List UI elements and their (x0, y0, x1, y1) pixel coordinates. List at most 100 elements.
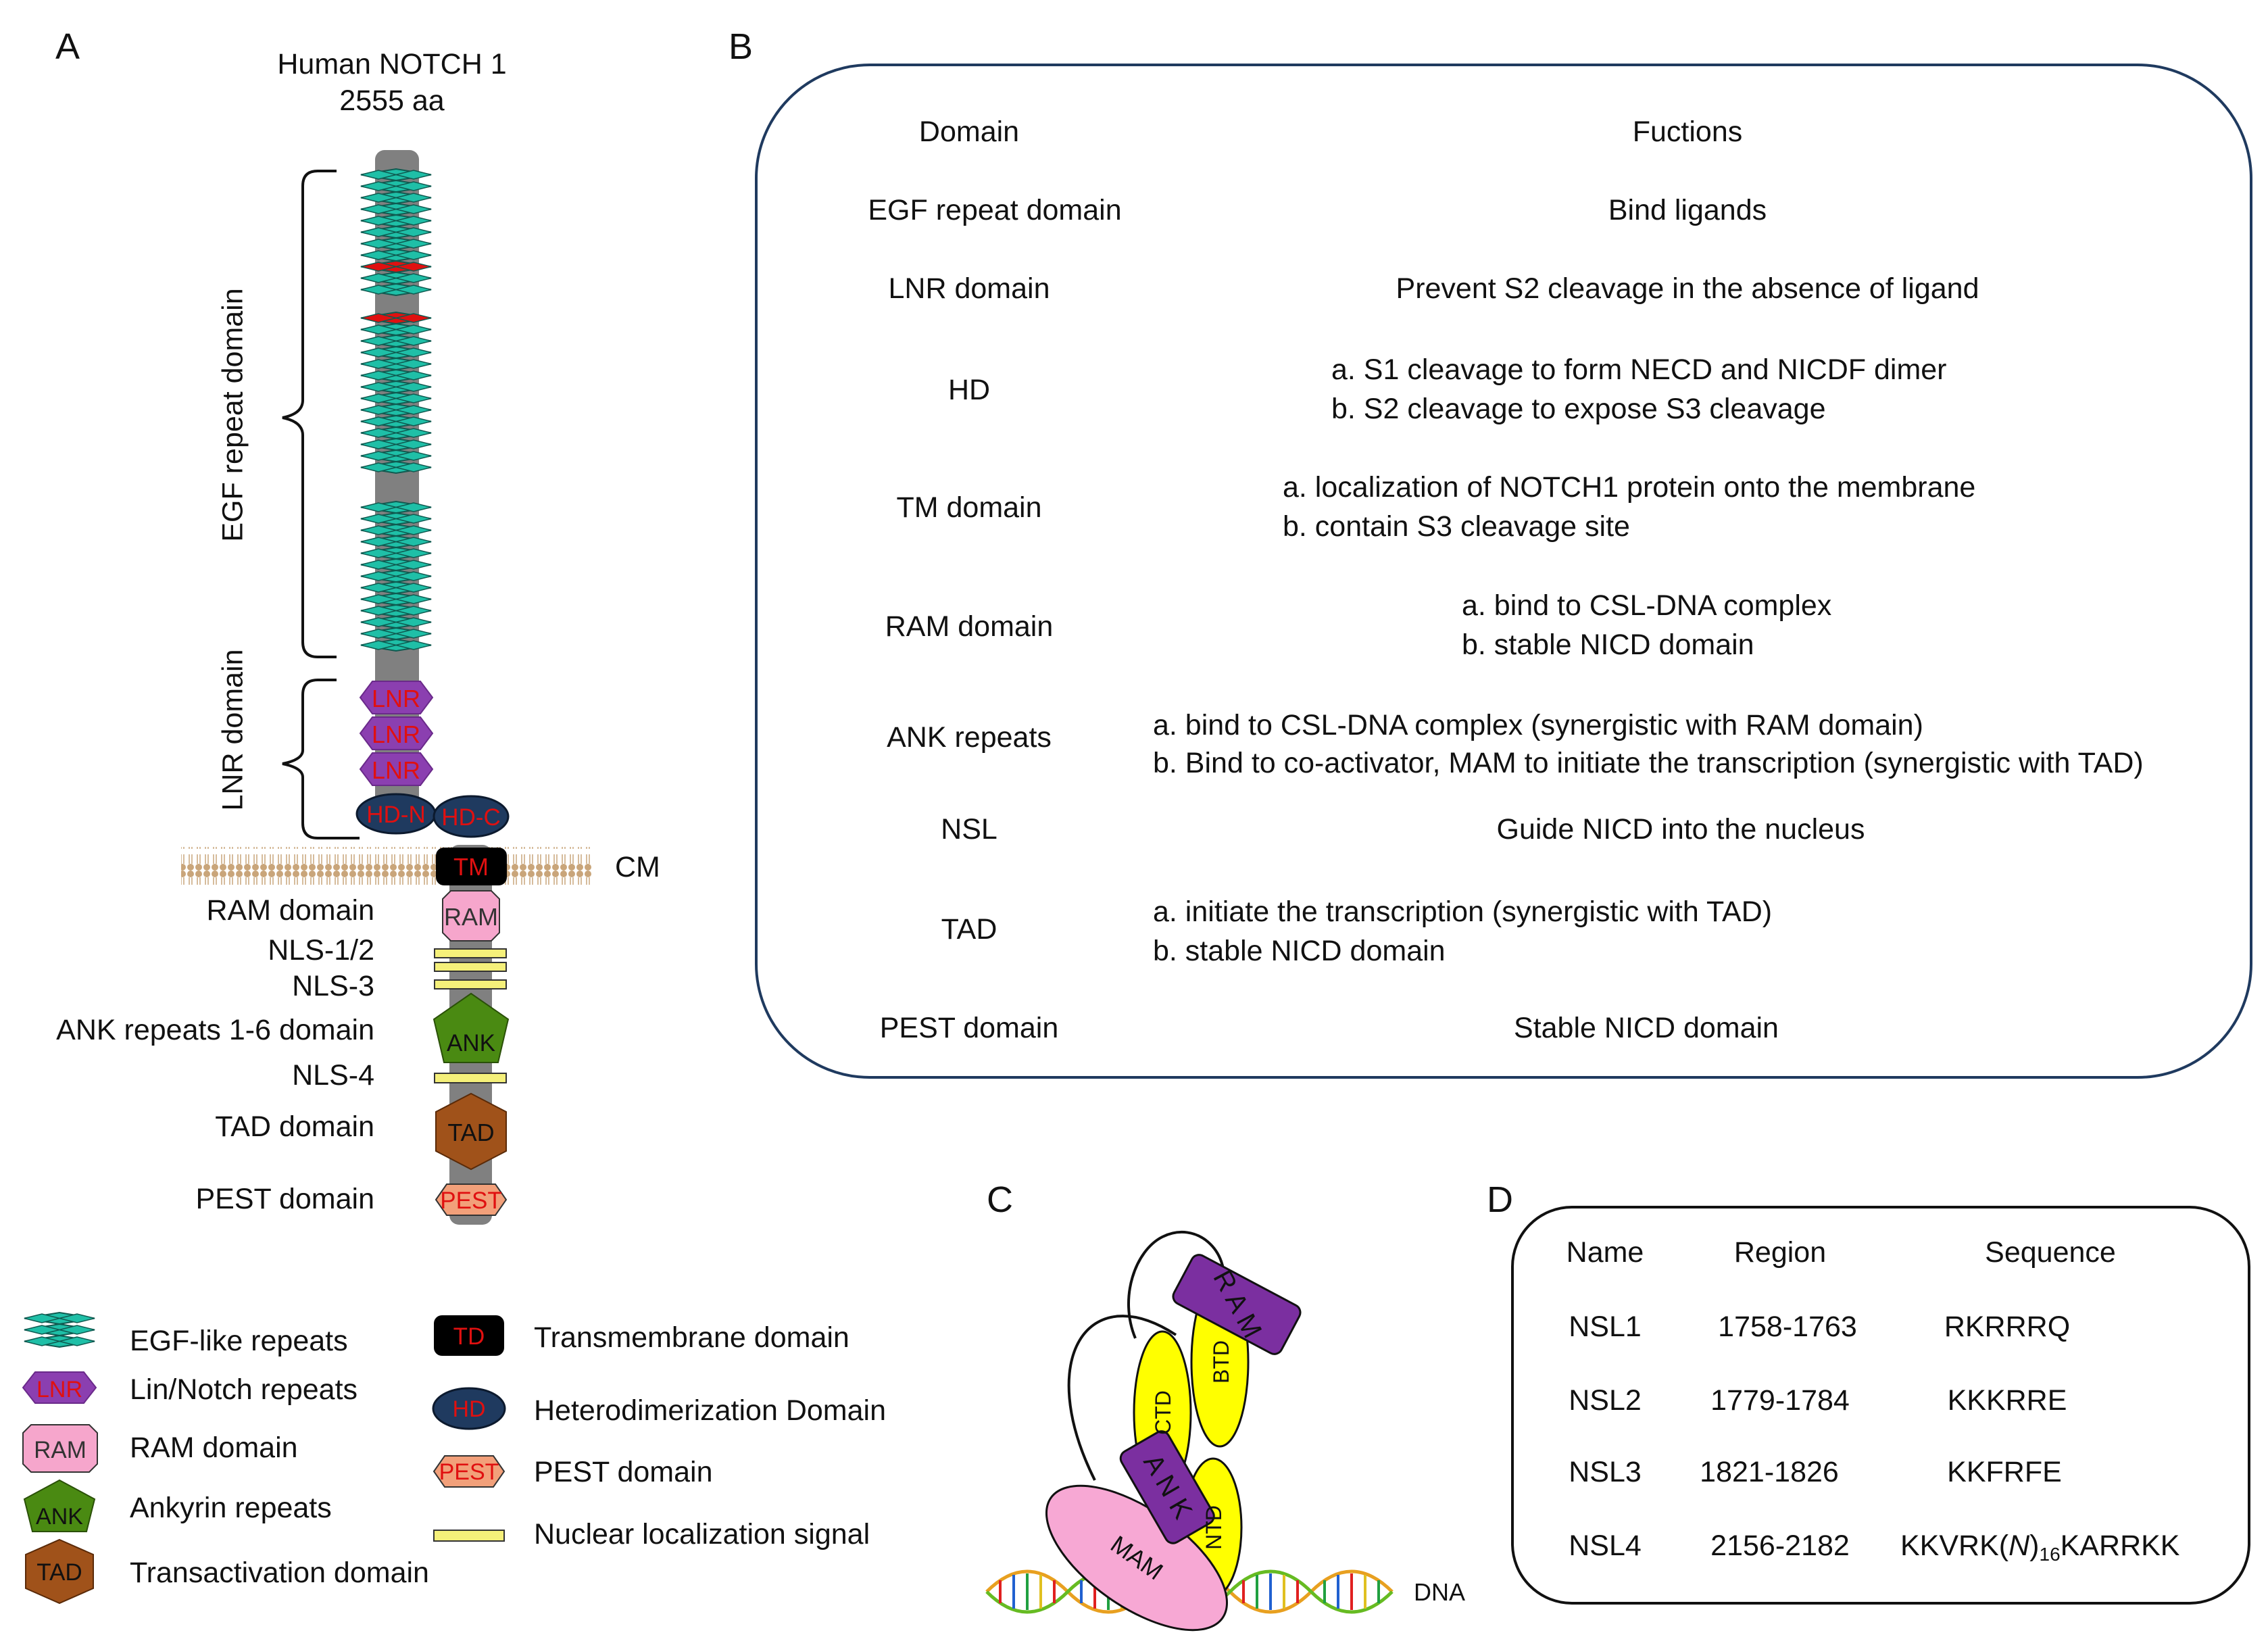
svg-text:ANK: ANK (36, 1504, 83, 1530)
tad-label: TAD (447, 1119, 494, 1146)
nsl-name: NSL1 (1569, 1311, 1642, 1343)
legend-symbols: LNR RAM ANK TAD TD HD PEST (22, 1311, 506, 1605)
lnr-brace (282, 679, 360, 839)
egf-brace-label: EGF repeat domain (216, 288, 249, 542)
btd-label: BTD (1209, 1340, 1233, 1384)
side-label-ank: ANK repeats 1-6 domain (56, 1014, 374, 1046)
legend-tm-icon (434, 1315, 504, 1356)
side-label-ram: RAM domain (206, 894, 374, 927)
side-label-nls12: NLS-1/2 (268, 934, 374, 967)
function-cell: a. S1 cleavage to form NECD and NICDF di… (1331, 353, 1947, 386)
legend-lnr-icon (22, 1371, 97, 1404)
nsl-name: NSL4 (1569, 1530, 1642, 1562)
domain-cell: NSL (941, 813, 997, 846)
side-label-pest: PEST domain (195, 1183, 374, 1215)
nsl-sequence: KKFRFE (1947, 1456, 2062, 1488)
hd-n-label: HD-N (366, 802, 425, 828)
nls-2 (434, 962, 507, 972)
dna-label: DNA (1414, 1578, 1465, 1606)
domain-cell: LNR domain (888, 272, 1050, 305)
function-cell: Guide NICD into the nucleus (1496, 813, 1865, 846)
hd-c-domain (433, 795, 510, 838)
function-cell: Bind ligands (1608, 194, 1767, 226)
side-label-tad: TAD domain (215, 1110, 374, 1143)
tad-domain (435, 1092, 507, 1171)
panel-d-letter: D (1487, 1179, 1513, 1220)
nsl-region: 1779-1784 (1710, 1384, 1850, 1417)
lnr-glyph-1: LNR (372, 685, 420, 712)
header-name: Name (1566, 1236, 1644, 1269)
function-cell: b. contain S3 cleavage site (1283, 510, 1630, 543)
nsl-sequence: KKVRK(N)16KARRKK (1900, 1530, 2180, 1565)
header-functions: Fuctions (1632, 116, 1743, 148)
panel-c-letter: C (987, 1179, 1013, 1220)
header-sequence: Sequence (1985, 1236, 2116, 1269)
legend-hd-label: Heterodimerization Domain (534, 1394, 886, 1427)
ram-label: RAM (444, 903, 498, 931)
ram-domain (442, 890, 500, 942)
header-domain: Domain (918, 116, 1020, 148)
nsl-sequence-table (1511, 1206, 2250, 1605)
tm-label: TM (453, 853, 489, 881)
protein-length: 2555 aa (339, 84, 445, 117)
panel-a-letter: A (55, 26, 80, 67)
legend-egf-label: EGF-like repeats (130, 1325, 348, 1357)
domain-cell: PEST domain (879, 1012, 1059, 1044)
svg-text:HD: HD (452, 1396, 485, 1422)
notch1-domain-diagram: LNR LNR LNR HD-N HD-C TM RAM ANK TAD PES… (181, 150, 592, 1225)
pest-label: PEST (440, 1188, 501, 1214)
function-cell: Prevent S2 cleavage in the absence of li… (1396, 272, 1979, 305)
nsl-region: 1821-1826 (1700, 1456, 1839, 1488)
function-cell: a. bind to CSL-DNA complex (1462, 589, 1832, 622)
svg-text:TD: TD (453, 1323, 485, 1350)
egf-repeats (360, 168, 432, 652)
function-cell: b. S2 cleavage to expose S3 cleavage (1331, 393, 1826, 425)
side-label-nls4: NLS-4 (292, 1059, 374, 1092)
ank-domain (433, 992, 510, 1063)
legend-tm-label: Transmembrane domain (534, 1321, 849, 1354)
lnr-repeats: LNR LNR LNR (359, 681, 434, 786)
hd-c-label: HD-C (441, 804, 500, 831)
legend-tad-icon (25, 1538, 94, 1605)
side-label-nls3: NLS-3 (292, 970, 374, 1002)
nsl-sequence: KKKRRE (1947, 1384, 2067, 1417)
header-region: Region (1733, 1236, 1827, 1269)
domain-cell: HD (947, 374, 991, 406)
nicd-complex-diagram: R A M BTD CTD A N K NTD MAM DNA (985, 1230, 1465, 1632)
legend-lnr-label: Lin/Notch repeats (130, 1373, 358, 1406)
domain-functions-table (755, 64, 2252, 1079)
lnr-glyph-2: LNR (372, 720, 420, 748)
nsl-name: NSL3 (1569, 1456, 1642, 1488)
function-cell: a. bind to CSL-DNA complex (synergistic … (1153, 709, 1923, 741)
lnr-brace-label: LNR domain (216, 649, 249, 811)
function-cell: a. localization of NOTCH1 protein onto t… (1283, 471, 1976, 504)
nsl-region: 1758-1763 (1718, 1311, 1857, 1343)
nls-1 (434, 948, 507, 958)
nsl-name: NSL2 (1569, 1384, 1642, 1417)
protein-title: Human NOTCH 1 (277, 48, 507, 80)
tm-domain (436, 848, 507, 885)
cell-membrane (181, 847, 592, 885)
svg-text:RAM: RAM (34, 1437, 87, 1463)
domain-cell: ANK repeats (887, 721, 1052, 754)
nsl-sequence: RKRRRQ (1944, 1311, 2071, 1343)
panel-b-letter: B (729, 26, 754, 67)
legend-ank-label: Ankyrin repeats (130, 1492, 332, 1524)
legend-egf-icon (24, 1311, 95, 1348)
function-cell: b. Bind to co-activator, MAM to initiate… (1153, 747, 2144, 779)
domain-cell: RAM domain (885, 610, 1054, 643)
pest-domain (435, 1183, 508, 1216)
legend-nls-label: Nuclear localization signal (534, 1518, 870, 1550)
svg-text:PEST: PEST (439, 1459, 499, 1485)
svg-text:LNR: LNR (36, 1377, 82, 1402)
ram-box (1172, 1254, 1302, 1355)
legend-ank-icon (23, 1479, 96, 1532)
function-cell: Stable NICD domain (1514, 1012, 1779, 1044)
legend-tad-label: Transactivation domain (130, 1557, 429, 1589)
function-cell: a. initiate the transcription (synergist… (1153, 896, 1773, 928)
legend-nls-icon (433, 1530, 505, 1542)
nls-4 (434, 1073, 507, 1083)
ank-label: ANK (447, 1030, 495, 1056)
nls-3 (434, 979, 507, 989)
membrane-label: CM (615, 851, 660, 883)
